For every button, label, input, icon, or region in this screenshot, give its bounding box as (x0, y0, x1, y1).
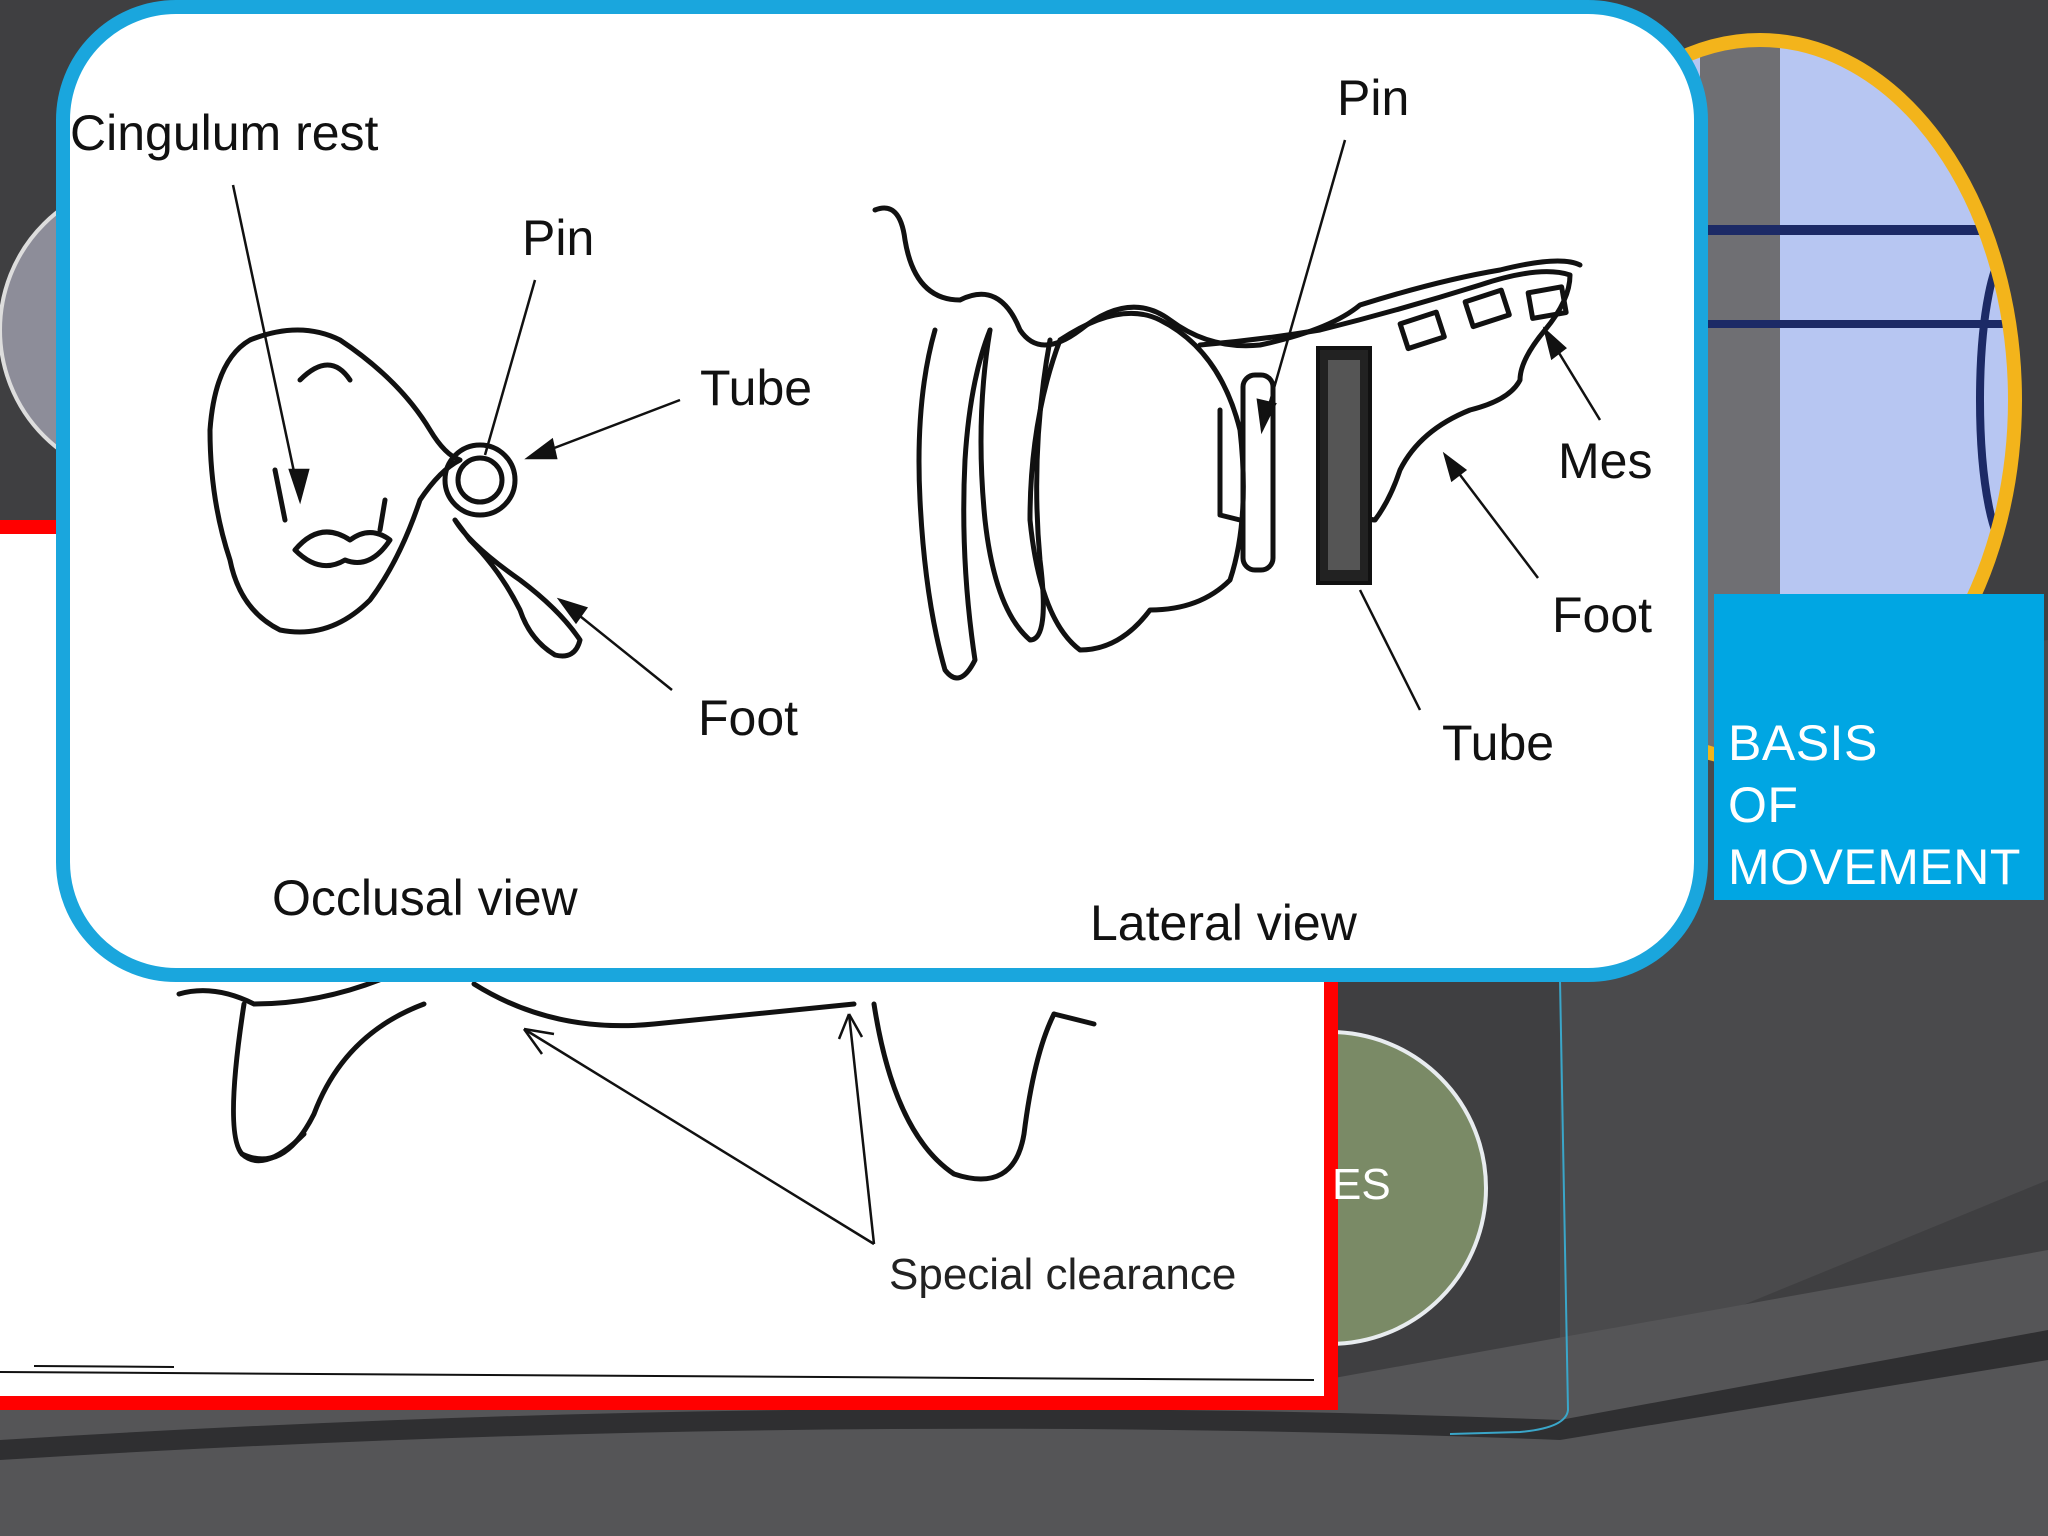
arrowhead (556, 597, 589, 625)
arrowhead (522, 1027, 555, 1055)
mesh-hole (1462, 287, 1512, 330)
tooth-lateral-outline (978, 327, 1053, 643)
tooth-lateral-outline (1027, 310, 1246, 653)
arrowhead (837, 1013, 864, 1040)
background-wedge (0, 1250, 2048, 1536)
tooth-outline (239, 1131, 307, 1164)
label-tube-occlusal: Tube (700, 360, 812, 416)
tooth-outline (871, 1001, 1057, 1182)
label-foot-occlusal: Foot (698, 690, 798, 746)
caption-occlusal-view: Occlusal view (272, 870, 579, 926)
special-clearance-label: Special clearance (889, 1250, 1236, 1299)
cingulum-mark (292, 529, 393, 569)
cingulum-mark (297, 362, 353, 383)
side-label-line-basis: BASIS (1728, 715, 1878, 771)
tooth-outline (230, 1001, 427, 1162)
pin-lateral (1240, 372, 1276, 573)
tooth-lateral-outline (916, 327, 993, 681)
tube-pointer-lateral (1358, 589, 1422, 711)
label-tube-lateral: Tube (1442, 715, 1554, 771)
label-pin-lateral: Pin (1337, 70, 1409, 126)
mesh-hole (1525, 284, 1569, 321)
tube-lateral-texture (1328, 360, 1360, 570)
diagram-drawing: Cingulum rest Pin Tube Foot Occlusal vie… (70, 70, 1652, 951)
pointer-line (523, 1027, 875, 1246)
label-mesh: Mesh (1558, 433, 1652, 489)
side-label-box: BASIS OF MOVEMENT (1714, 594, 2044, 900)
arrowhead (1542, 326, 1567, 361)
label-foot-lateral: Foot (1552, 587, 1652, 643)
foot-pointer-lateral (1444, 454, 1539, 579)
occlusal-view (207, 327, 583, 659)
tooth-outline (1051, 1011, 1097, 1027)
scan-line (33, 1365, 175, 1368)
label-cingulum-rest: Cingulum rest (70, 105, 379, 161)
diagram-card: Cingulum rest Pin Tube Foot Occlusal vie… (56, 0, 1708, 982)
arrowhead (1442, 451, 1468, 483)
tube-circle (442, 442, 518, 518)
arrowhead (524, 437, 558, 460)
scan-line (0, 1371, 1315, 1381)
arrowhead (288, 468, 310, 505)
lower-figure-drawing: Special clearance (0, 971, 1315, 1381)
cingulum-mark (272, 467, 288, 523)
side-label-line-of: OF (1728, 777, 1799, 833)
pin-pointer-occlusal (483, 279, 537, 456)
side-label-line-movement: MOVEMENT (1728, 839, 2021, 895)
gum-line (872, 205, 1583, 349)
cingulum-pointer (231, 184, 302, 501)
foot-outline (452, 517, 583, 659)
lateral-view (872, 205, 1583, 681)
arrowhead (1256, 398, 1277, 435)
tooth-lateral-outline (1217, 407, 1243, 523)
bracket-line (1449, 979, 1570, 1435)
tooth-outline (471, 981, 857, 1029)
circle-label: ES (1332, 1160, 1391, 1209)
tooth-occlusal-outline (207, 327, 463, 635)
label-pin-occlusal: Pin (522, 210, 594, 266)
framework-outline (1197, 269, 1573, 523)
caption-lateral-view: Lateral view (1090, 895, 1358, 951)
mesh-hole (1397, 309, 1447, 352)
background-curve (0, 1330, 2048, 1460)
pointer-line (847, 1013, 876, 1245)
cingulum-mark (377, 497, 388, 533)
pin-pointer-lateral (1260, 139, 1347, 431)
pin-circle (455, 455, 505, 505)
tooth-outline (176, 971, 397, 1007)
